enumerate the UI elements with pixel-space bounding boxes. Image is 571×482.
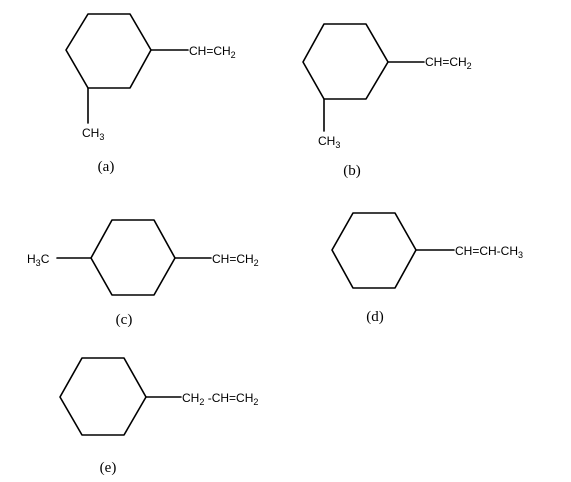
label-e-allyl: CH2 -CH=CH2 xyxy=(182,391,258,407)
label-d-propenyl: CH=CH-CH3 xyxy=(455,244,523,260)
label-a-vinyl: CH=CH2 xyxy=(189,44,236,60)
label-b-methyl: CH3 xyxy=(318,134,340,150)
structure-d: CH=CH-CH3 (d) xyxy=(331,212,523,325)
caption-d: (d) xyxy=(366,309,384,325)
caption-c: (c) xyxy=(116,312,133,328)
cyclohexane-ring-c xyxy=(90,219,176,296)
caption-a: (a) xyxy=(98,159,115,175)
structure-b: CH=CH2 CH3 (b) xyxy=(302,23,472,179)
structure-c: H3C CH=CH2 (c) xyxy=(27,219,259,328)
cyclohexane-ring-a xyxy=(65,13,152,89)
cyclohexane-ring-b xyxy=(302,23,389,100)
cyclohexane-ring-e xyxy=(59,357,147,436)
label-c-methyl: H3C xyxy=(27,252,50,268)
cyclohexane-ring-d xyxy=(331,212,417,289)
caption-b: (b) xyxy=(343,163,361,179)
structure-e: CH2 -CH=CH2 (e) xyxy=(59,357,258,476)
structure-a: CH=CH2 CH3 (a) xyxy=(65,13,236,175)
label-a-methyl: CH3 xyxy=(82,126,104,142)
label-c-vinyl: CH=CH2 xyxy=(212,252,259,268)
label-b-vinyl: CH=CH2 xyxy=(425,55,472,71)
caption-e: (e) xyxy=(100,460,117,476)
